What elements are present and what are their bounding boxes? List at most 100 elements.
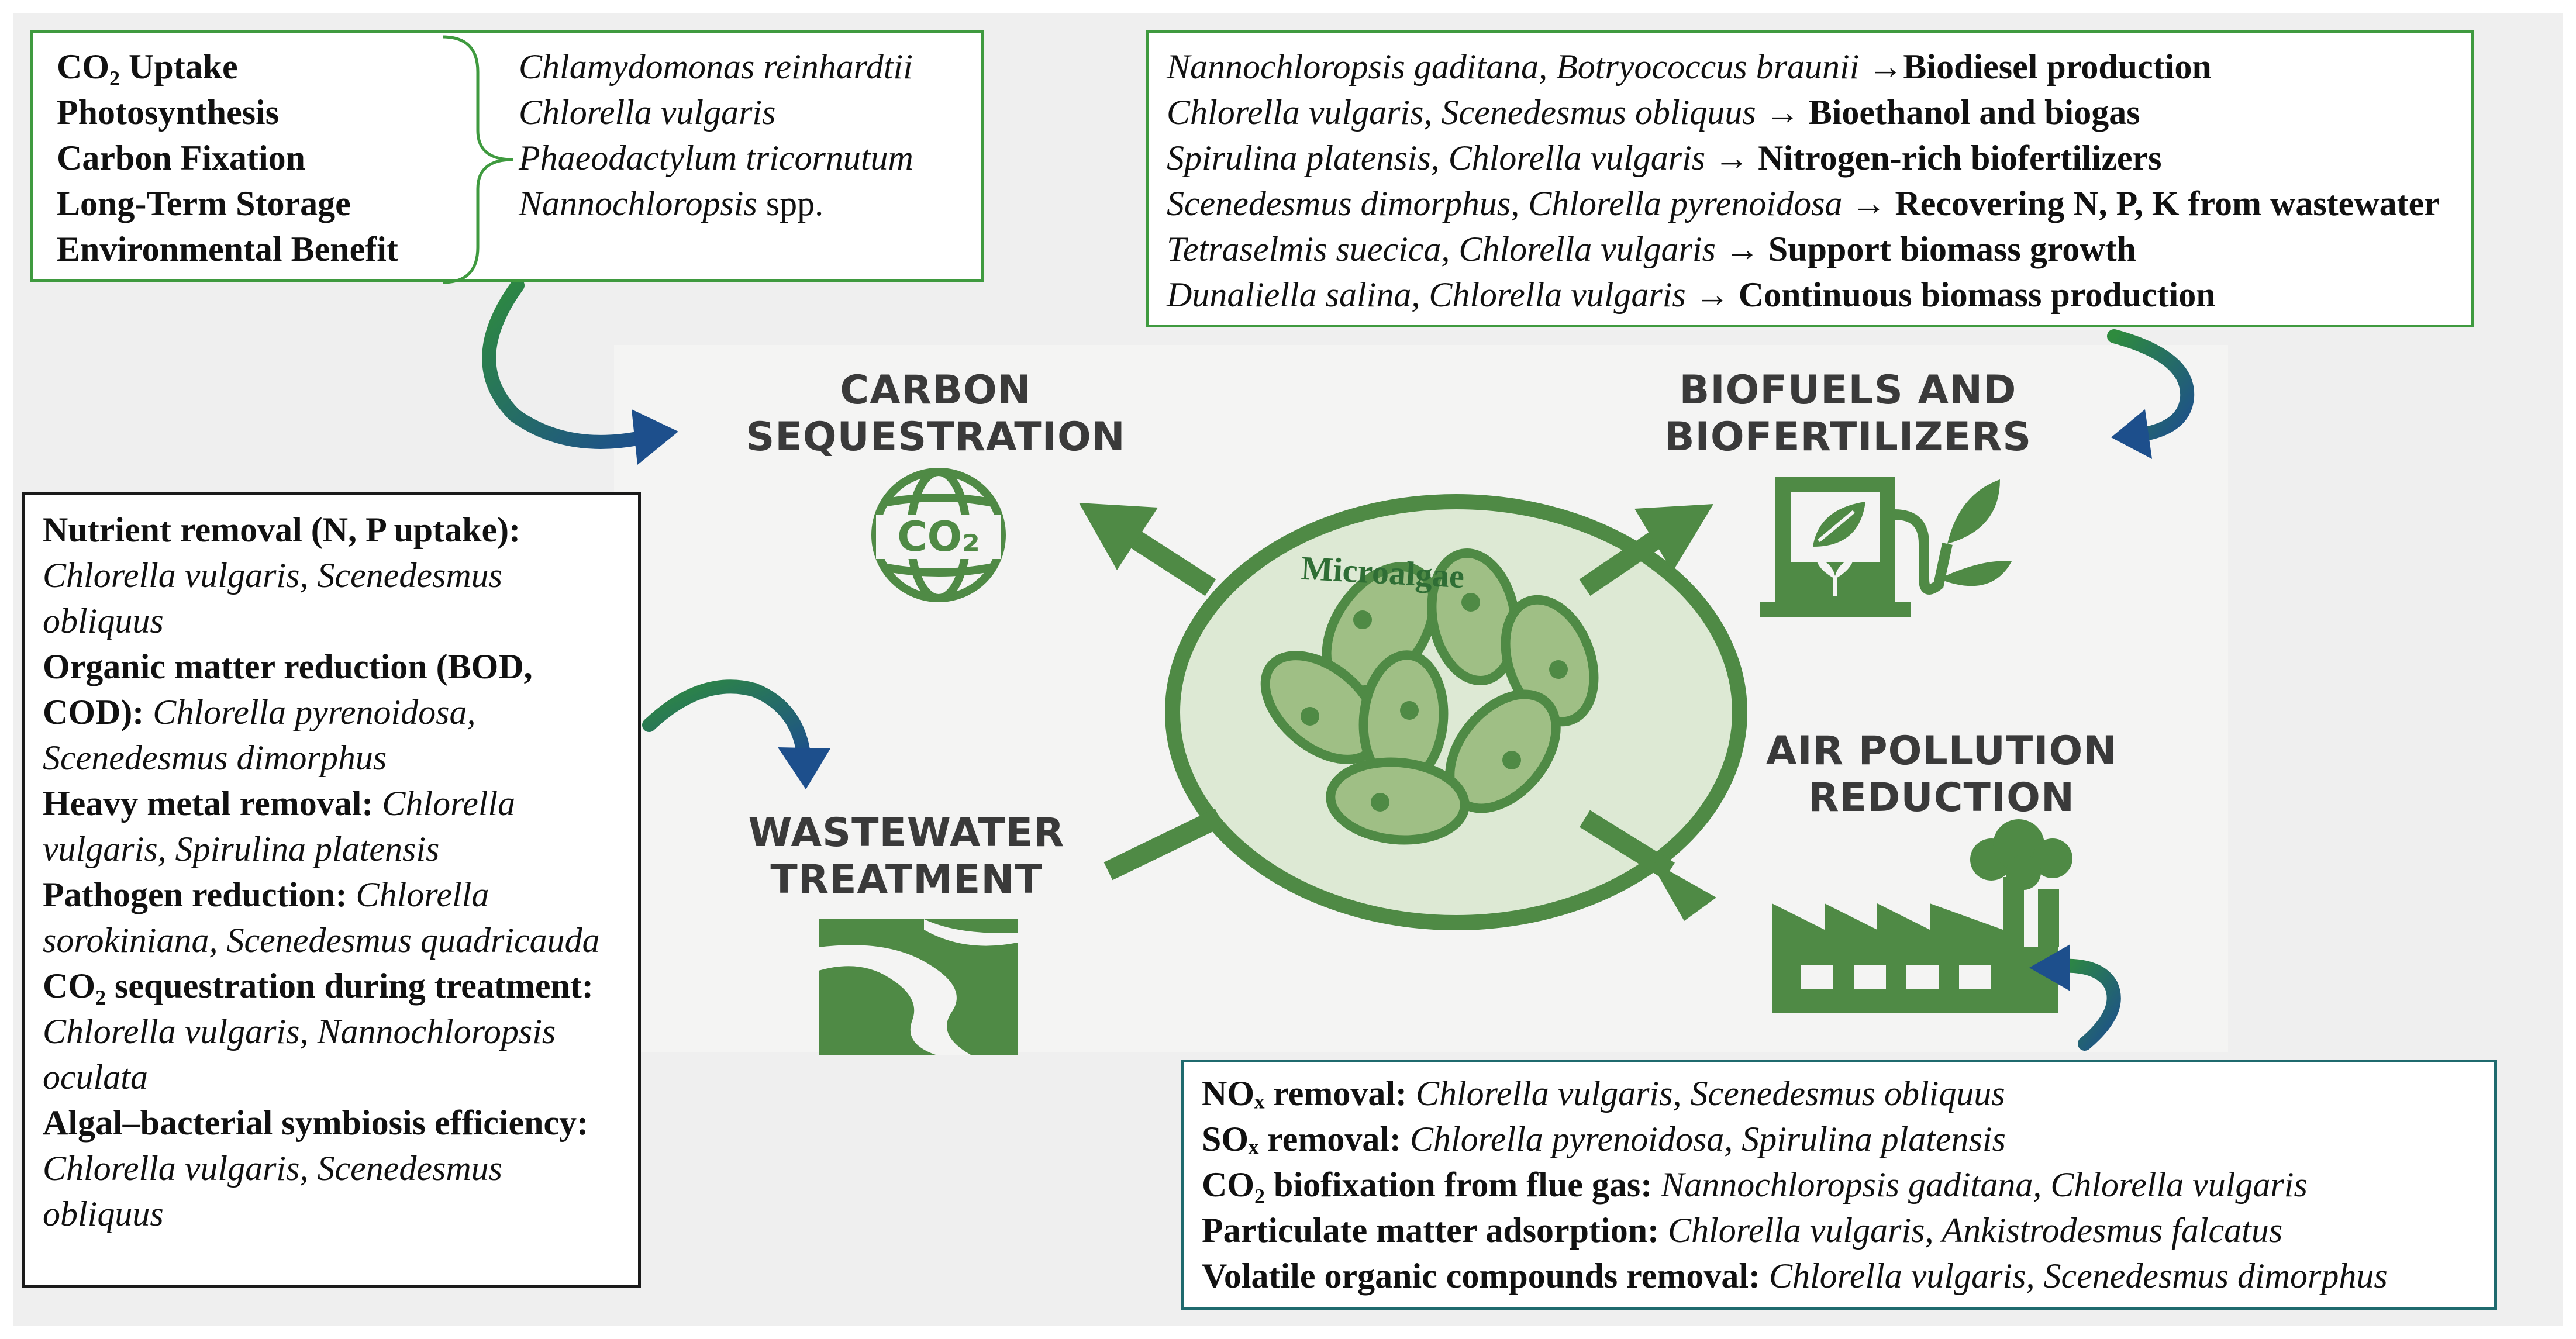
biofuel-species: Spirulina platensis, Chlorella vulgaris — [1167, 139, 1715, 177]
fuel-pump-icon — [1760, 477, 2012, 617]
biofuels-list: Nannochloropsis gaditana, Botryococcus b… — [1167, 44, 2440, 318]
curve-arrow-biofuels — [2107, 329, 2195, 443]
biofuel-use: Bioethanol and biogas — [1808, 93, 2140, 132]
air-species: Chlorella vulgaris, Ankistrodesmus falca… — [1668, 1211, 2283, 1250]
species-name: Nannochloropsis — [519, 184, 757, 223]
wastewater-item: Pathogen reduction: Chlorella sorokinian… — [43, 872, 627, 963]
biofuel-item: Nannochloropsis gaditana, Botryococcus b… — [1167, 44, 2440, 89]
biofuel-item: Scenedesmus dimorphus, Chlorella pyrenoi… — [1167, 181, 2440, 226]
arrow-glyph: → — [1714, 139, 1758, 177]
air-species: Chlorella vulgaris, Scenedesmus obliquus — [1415, 1074, 2005, 1113]
biofuel-item: Tetraselmis suecica, Chlorella vulgaris … — [1167, 226, 2440, 272]
biofuel-use: Continuous biomass production — [1738, 275, 2216, 314]
radiating-arrows — [1079, 503, 1716, 921]
label-carbon-sequestration: CARBON SEQUESTRATION — [702, 367, 1170, 461]
species-name: Phaeodactylum tricornutum — [519, 139, 913, 177]
co2-topic: Environmental Benefit — [57, 230, 398, 268]
biofuel-species: Dunaliella salina, Chlorella vulgaris — [1167, 275, 1695, 314]
wastewater-box: Nutrient removal (N, P uptake): Chlorell… — [22, 492, 641, 1288]
label-air-line2: REDUCTION — [1808, 775, 2075, 821]
label-biofuels-line1: BIOFUELS AND — [1679, 367, 2017, 413]
co2-label-bg — [876, 515, 1001, 559]
arrow-glyph: → — [1868, 47, 1903, 86]
species-name: Chlamydomonas reinhardtii — [519, 47, 913, 86]
wastewater-item: Heavy metal removal: Chlorella vulgaris,… — [43, 781, 627, 872]
co2-uptake-box: CO₂ Uptake Photosynthesis Carbon Fixatio… — [30, 30, 984, 284]
biofuel-species: Chlorella vulgaris, Scenedesmus obliquus — [1167, 93, 1765, 132]
label-carbon-line1: CARBON — [840, 367, 1032, 413]
air-item: Volatile organic compounds removal: Chlo… — [1202, 1253, 2388, 1299]
wastewater-label: CO₂ sequestration during treatment: — [43, 967, 594, 1005]
biofuel-use: Support biomass growth — [1768, 230, 2136, 268]
species-item: Chlamydomonas reinhardtii — [519, 44, 913, 89]
curved-arrows — [482, 278, 2195, 1051]
air-label: Particulate matter adsorption: — [1202, 1211, 1660, 1250]
label-wastewater-line2: TREATMENT — [770, 857, 1043, 903]
species-name: Chlorella vulgaris — [519, 93, 776, 132]
air-species: Chlorella pyrenoidosa, Spirulina platens… — [1410, 1120, 2006, 1158]
arrow-glyph: → — [1694, 275, 1739, 314]
label-wastewater-line1: WASTEWATER — [748, 810, 1065, 856]
air-item: CO₂ biofixation from flue gas: Nannochlo… — [1202, 1162, 2388, 1207]
curve-arrowheads — [632, 409, 2152, 991]
wastewater-species: Chlorella pyrenoidosa, Scenedesmus dimor… — [43, 693, 476, 777]
curly-brace — [442, 35, 513, 284]
cell-nuclei — [1301, 593, 1568, 812]
co2-globe-text: CO₂ — [897, 513, 980, 561]
wastewater-item: CO₂ sequestration during treatment: Chlo… — [43, 963, 627, 1100]
biofuel-item: Chlorella vulgaris, Scenedesmus obliquus… — [1167, 89, 2440, 135]
label-air-line1: AIR POLLUTION — [1765, 728, 2118, 774]
co2-species-list: Chlamydomonas reinhardtii Chlorella vulg… — [519, 44, 913, 226]
wastewater-item: Nutrient removal (N, P uptake): Chlorell… — [43, 507, 627, 644]
arrow-glyph: → — [1851, 184, 1895, 223]
curve-arrow-wastewater — [642, 679, 811, 764]
label-wastewater-treatment: WASTEWATER TREATMENT — [702, 810, 1111, 903]
species-item: Nannochloropsis spp. — [519, 181, 913, 226]
factory-windows — [1801, 965, 1991, 989]
co2-topic: CO₂ Uptake — [57, 47, 238, 86]
co2-topic: Long-Term Storage — [57, 184, 351, 223]
co2-topic: Photosynthesis — [57, 93, 280, 132]
biofuel-item: Dunaliella salina, Chlorella vulgaris → … — [1167, 272, 2440, 318]
label-biofuels-biofertilizers: BIOFUELS AND BIOFERTILIZERS — [1614, 367, 2082, 461]
biofuel-species: Scenedesmus dimorphus, Chlorella pyrenoi… — [1167, 184, 1851, 223]
air-label: CO₂ biofixation from flue gas: — [1202, 1165, 1653, 1204]
wastewater-label: Nutrient removal (N, P uptake): — [43, 510, 521, 549]
air-item: NOₓ removal: Chlorella vulgaris, Scenede… — [1202, 1071, 2388, 1116]
species-item: Chlorella vulgaris — [519, 89, 913, 135]
species-item: Phaeodactylum tricornutum — [519, 135, 913, 181]
air-label: NOₓ removal: — [1202, 1074, 1407, 1113]
wastewater-species: Chlorella vulgaris, Scenedesmus obliquus — [43, 1149, 503, 1233]
wastewater-label: Algal–bacterial symbiosis efficiency: — [43, 1103, 589, 1142]
wastewater-item: Organic matter reduction (BOD, COD): Chl… — [43, 644, 627, 781]
biofuel-use: Biodiesel production — [1903, 47, 2212, 86]
arrow-glyph: → — [1764, 93, 1809, 132]
air-species: Nannochloropsis gaditana, Chlorella vulg… — [1661, 1165, 2308, 1204]
air-item: Particulate matter adsorption: Chlorella… — [1202, 1207, 2388, 1253]
species-suffix: spp. — [757, 184, 824, 223]
wastewater-label: Organic matter reduction (BOD, COD): — [43, 647, 533, 731]
wastewater-species: Chlorella vulgaris, Nannochloropsis ocul… — [43, 1012, 556, 1096]
wastewater-species: Chlorella sorokiniana, Scenedesmus quadr… — [43, 875, 600, 960]
label-biofuels-line2: BIOFERTILIZERS — [1664, 414, 2032, 460]
wastewater-species: Chlorella vulgaris, Spirulina platensis — [43, 784, 516, 868]
co2-topic-list: CO₂ Uptake Photosynthesis Carbon Fixatio… — [57, 44, 398, 272]
biofuel-use: Nitrogen-rich biofertilizers — [1758, 139, 2162, 177]
curve-arrow-air — [2051, 958, 2121, 1051]
biofuel-use: Recovering N, P, K from wastewater — [1895, 184, 2440, 223]
biofuel-item: Spirulina platensis, Chlorella vulgaris … — [1167, 135, 2440, 181]
river-wastewater-icon — [819, 919, 1018, 1055]
wastewater-species: Chlorella vulgaris, Scenedesmus obliquus — [43, 556, 503, 640]
arrow-glyph: → — [1724, 230, 1768, 268]
label-carbon-line2: SEQUESTRATION — [746, 414, 1126, 460]
biofuel-species: Tetraselmis suecica, Chlorella vulgaris — [1167, 230, 1725, 268]
co2-topic: Carbon Fixation — [57, 139, 306, 177]
air-pollution-box: NOₓ removal: Chlorella vulgaris, Scenede… — [1181, 1060, 2497, 1310]
microalgae-icon — [1260, 548, 1599, 845]
wastewater-label: Pathogen reduction: — [43, 875, 347, 914]
wastewater-label: Heavy metal removal: — [43, 784, 374, 823]
air-label: Volatile organic compounds removal: — [1202, 1257, 1760, 1295]
air-species: Chlorella vulgaris, Scenedesmus dimorphu… — [1769, 1257, 2388, 1295]
label-air-pollution-reduction: AIR POLLUTION REDUCTION — [1708, 728, 2175, 822]
